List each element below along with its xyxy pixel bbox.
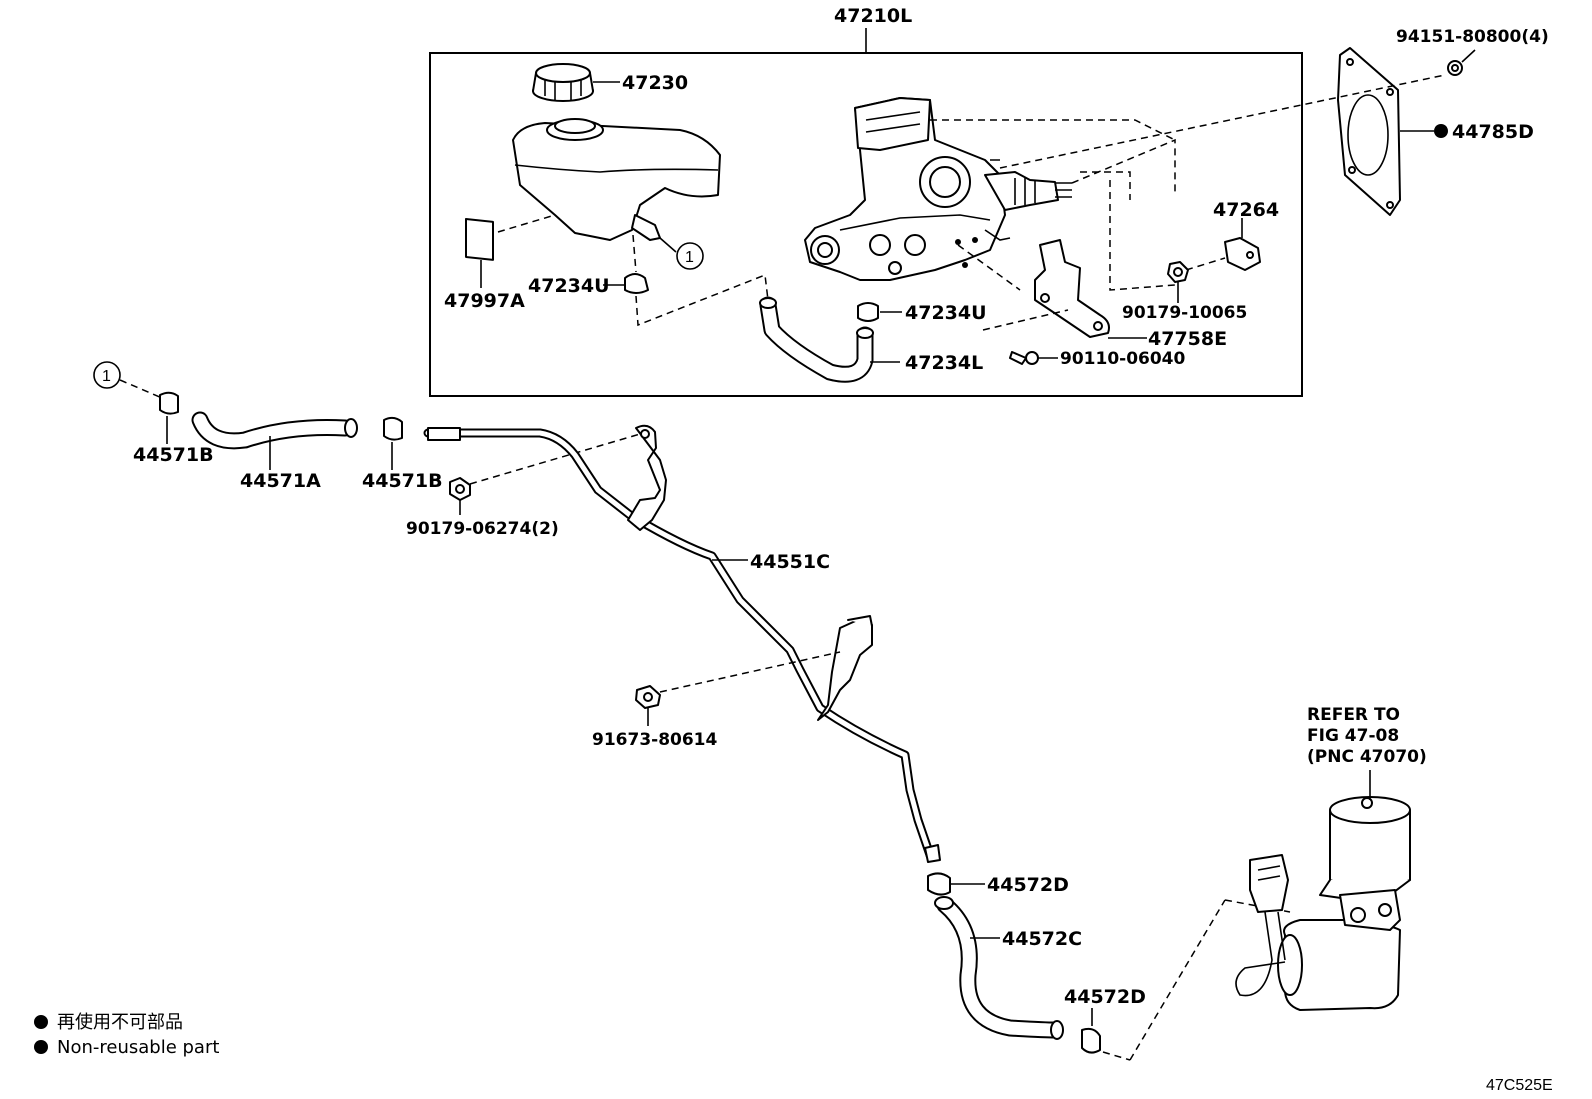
- label-nut-bracket: 90179-10065: [1122, 303, 1247, 323]
- bolt-90110-06040: [1009, 351, 1039, 365]
- nut-94151-80800: [1447, 60, 1463, 76]
- label-clip-upper-left: 47234U: [528, 275, 610, 297]
- clip-44571b-mid: [383, 416, 403, 441]
- clip-47234u-left: [624, 273, 649, 294]
- clip-44572d-top: [927, 872, 951, 896]
- label-assembly: 47210L: [834, 5, 912, 27]
- clip-44572d-bottom: [1081, 1027, 1101, 1054]
- label-clip-lower-bottom: 44572D: [1064, 986, 1146, 1008]
- figure-code: 47C525E: [1486, 1077, 1553, 1094]
- nut-90179-10065: [1167, 261, 1189, 283]
- refer-line-1: REFER TO: [1307, 705, 1400, 725]
- callout-circle-upper: [676, 242, 704, 270]
- reservoir-cap: [532, 63, 594, 102]
- label-hose-left: 44571A: [240, 470, 321, 492]
- label-bracket-47264: 47264: [1213, 199, 1279, 221]
- refer-line-2: FIG 47-08: [1307, 726, 1399, 746]
- clip-44571b-left: [159, 391, 179, 415]
- master-cylinder: [804, 97, 1072, 281]
- nonreusable-marker-gasket: [1434, 124, 1448, 138]
- callout-circle-left: [93, 361, 121, 389]
- pipe-clamp-lower: [817, 615, 873, 721]
- label-clip-upper-right: 47234U: [905, 302, 987, 324]
- label-nut-pipe: 90179-06274(2): [406, 519, 559, 539]
- label-reservoir-sticker: 47997A: [444, 290, 525, 312]
- pipe-clamp-upper: [627, 424, 667, 531]
- legend-text-en: Non-reusable part: [57, 1037, 219, 1058]
- gasket-44785d: [1337, 47, 1401, 216]
- hose-44571a: [191, 411, 358, 450]
- nut-90179-06274: [449, 477, 471, 501]
- label-hose-upper: 47234L: [905, 352, 983, 374]
- callout-number-left: 1: [102, 368, 111, 385]
- label-clip-lower-top: 44572D: [987, 874, 1069, 896]
- pipe-44551c: [423, 427, 941, 863]
- label-clip-mid: 44571B: [362, 470, 443, 492]
- clip-47234u-right: [857, 302, 879, 322]
- bolt-91673-80614: [635, 685, 661, 709]
- hose-47234l: [759, 296, 874, 383]
- legend-bullet-jp: [34, 1015, 48, 1029]
- label-nut-gasket: 94151-80800(4): [1396, 27, 1549, 47]
- label-bolt-upper: 90110-06040: [1060, 349, 1186, 369]
- label-bracket: 47758E: [1148, 328, 1227, 350]
- label-cap: 47230: [622, 72, 688, 94]
- refer-line-3: (PNC 47070): [1307, 747, 1427, 767]
- legend-bullet-en: [34, 1040, 48, 1054]
- label-hose-lower: 44572C: [1002, 928, 1082, 950]
- label-gasket: 44785D: [1452, 121, 1534, 143]
- label-bolt-pipe: 91673-80614: [592, 730, 718, 750]
- bracket-47758e: [1034, 239, 1110, 338]
- label-clip-left: 44571B: [133, 444, 214, 466]
- hose-44572c: [934, 896, 1064, 1040]
- label-sticker: [465, 217, 494, 261]
- reservoir-tank: [512, 118, 721, 241]
- pump-motor-assembly: [1235, 796, 1411, 1011]
- legend-text-jp: 再使用不可部品: [57, 1012, 183, 1033]
- callout-number-upper: 1: [685, 249, 694, 266]
- label-pipe: 44551C: [750, 551, 830, 573]
- bracket-47264: [1224, 237, 1261, 271]
